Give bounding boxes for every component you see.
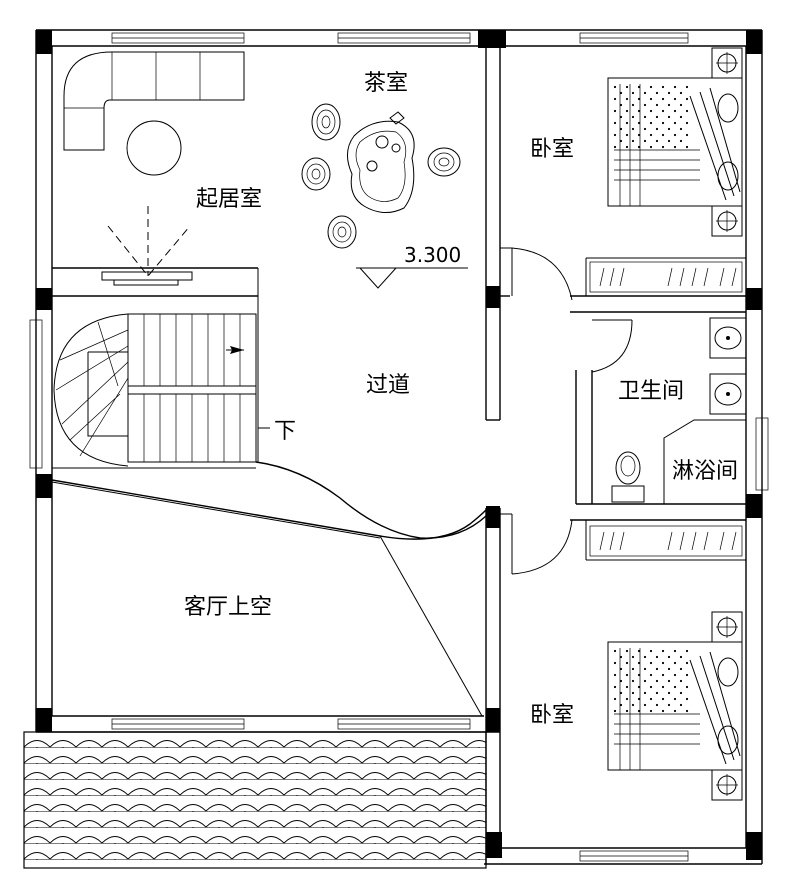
bathroom-fixtures: [611, 317, 747, 503]
elevation-marker: 3.300: [356, 243, 468, 289]
tea-room-label: 茶室: [364, 71, 408, 96]
columns: [36, 30, 762, 860]
void-boundary: [51, 461, 487, 717]
staircase: 下: [53, 313, 296, 467]
bed-bottom: [607, 611, 743, 801]
windows: [29, 32, 769, 862]
bedroom-bottom-label: 卧室: [530, 703, 574, 728]
roof-tiles: [23, 731, 487, 869]
rockery: [301, 103, 461, 249]
doors: [500, 247, 633, 575]
corridor-label: 过道: [366, 373, 410, 398]
wardrobes: [589, 261, 743, 557]
sofa: [63, 51, 245, 176]
void-label: 客厅上空: [184, 595, 272, 620]
bathroom-label: 卫生间: [618, 379, 684, 404]
bedroom-top-label: 卧室: [530, 137, 574, 162]
living-room-label: 起居室: [196, 187, 262, 212]
stair-down-label: 下: [274, 419, 296, 444]
bed-top: [607, 47, 743, 237]
light-fixture: [101, 206, 193, 286]
elevation-label: 3.300: [404, 243, 461, 267]
interior-walls: [52, 46, 746, 864]
room-labels: 起居室 茶室 卧室 过道 卫生间 淋浴间 客厅上空 卧室: [184, 71, 738, 728]
shower-label: 淋浴间: [672, 459, 738, 484]
